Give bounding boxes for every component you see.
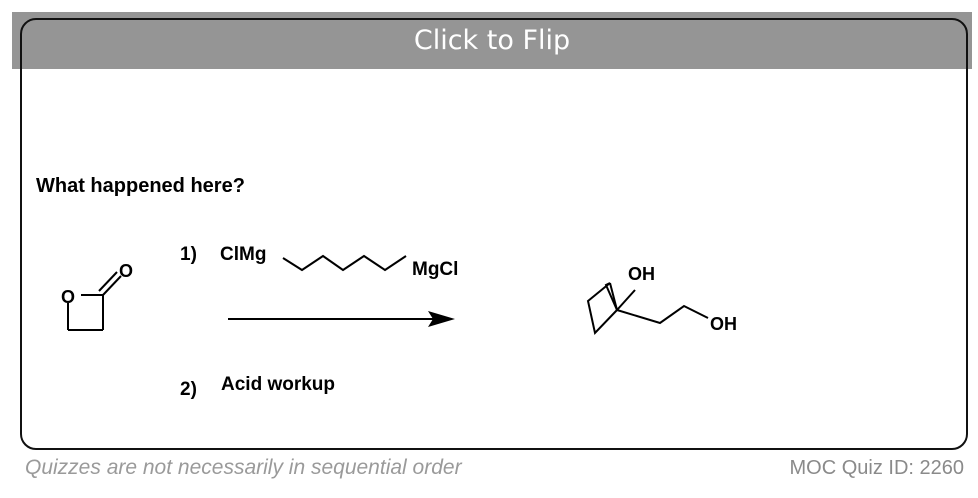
- ring-oxygen-label: O: [61, 287, 76, 307]
- step-1-number: 1): [180, 244, 197, 265]
- header-band: [12, 12, 972, 69]
- step-2-number: 2): [180, 379, 197, 400]
- quiz-id-label: MOC Quiz ID: 2260: [789, 457, 964, 479]
- reaction-arrow: [228, 311, 455, 327]
- step-2-text: Acid workup: [221, 374, 336, 395]
- step-1-reagent-right: MgCl: [412, 259, 459, 280]
- reactant-lactone: [67, 271, 122, 331]
- carbonyl-oxygen-label: O: [119, 261, 134, 281]
- sequence-disclaimer: Quizzes are not necessarily in sequentia…: [25, 456, 462, 479]
- product-molecule: [586, 282, 709, 336]
- step-1-reagent-left: ClMg: [220, 244, 267, 265]
- click-to-flip-button[interactable]: Click to Flip: [413, 25, 571, 56]
- question-text: What happened here?: [36, 175, 245, 197]
- tertiary-hydroxyl-label: OH: [628, 264, 655, 284]
- primary-hydroxyl-label: OH: [710, 314, 737, 334]
- grignard-chain: [282, 254, 407, 272]
